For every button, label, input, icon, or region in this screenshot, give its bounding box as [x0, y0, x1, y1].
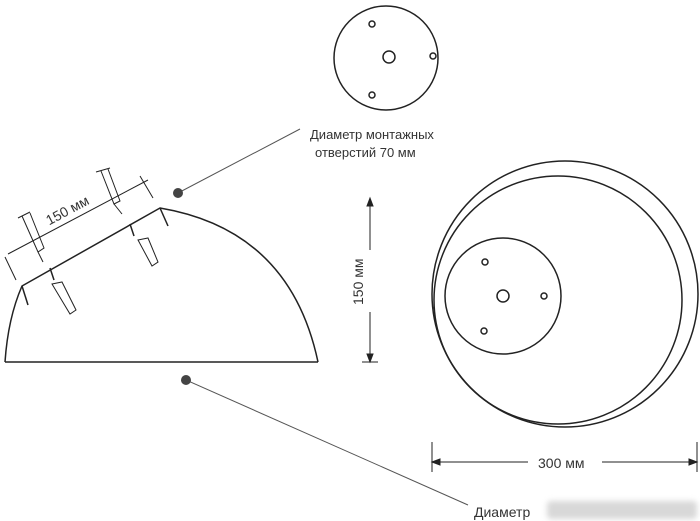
leader-lines [177, 128, 469, 506]
wall-anchor-icon [51, 237, 159, 315]
mounting-plate-detail [333, 5, 439, 111]
hemisphere-side-view [4, 207, 319, 363]
diameter-label: Диаметр [474, 504, 531, 520]
width-dimension [430, 442, 699, 472]
leader-dot [173, 188, 183, 198]
width-label: 300 мм [538, 455, 585, 471]
height-label: 150 мм [350, 258, 366, 306]
leader-dot [181, 375, 191, 385]
mount-holes-label-line2: отверстий 70 мм [315, 145, 416, 160]
screw-spacing-dimension [4, 175, 154, 281]
lamp-top-view [431, 160, 699, 428]
height-dimension [362, 196, 378, 364]
watermark-blur [547, 501, 697, 519]
screw-icon [17, 167, 123, 263]
mount-holes-label-line1: Диаметр монтажных [310, 127, 434, 142]
